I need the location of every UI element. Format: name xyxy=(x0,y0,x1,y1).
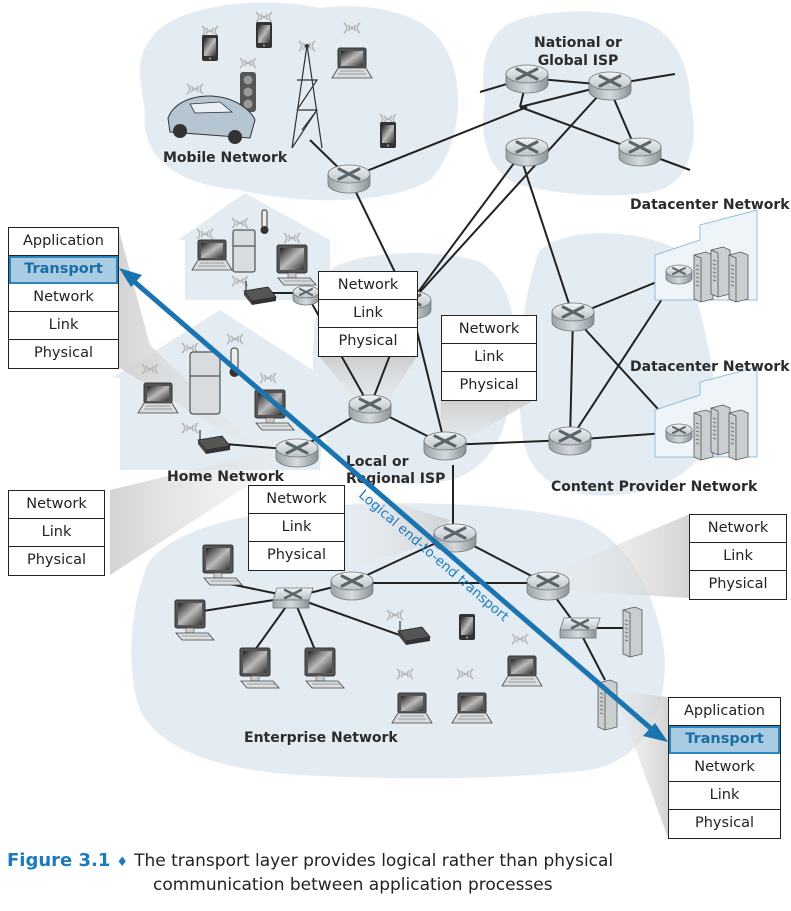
layer-physical: Physical xyxy=(708,576,768,592)
layer-network: Network xyxy=(249,486,344,514)
layer-physical: Physical xyxy=(459,377,519,393)
layer-link: Link xyxy=(9,312,118,340)
figure-number: Figure 3.1 xyxy=(7,850,111,871)
laptop-icon xyxy=(451,692,493,724)
laptop-icon xyxy=(501,655,543,687)
thermometer-icon xyxy=(260,209,269,234)
server-enterprise xyxy=(622,606,643,658)
cell-tower-icon xyxy=(291,40,323,149)
arrowhead-source xyxy=(119,268,142,287)
laptop-icon xyxy=(391,692,433,724)
label-datacenter-bottom: Datacenter Network xyxy=(630,359,790,375)
layer-transport: Transport xyxy=(9,256,118,284)
home-devices-upper xyxy=(191,209,317,306)
network-labels: Mobile Network National or Global ISP Da… xyxy=(163,35,790,746)
switch-enterprise-right xyxy=(558,616,602,640)
caption-text-1: The transport layer provides logical rat… xyxy=(134,851,614,871)
router-datacenter-top xyxy=(665,264,693,285)
label-local-isp-1: Local or xyxy=(346,454,409,470)
layer-physical: Physical xyxy=(27,552,86,568)
router-national-4 xyxy=(617,136,663,168)
layer-network: Network xyxy=(442,316,536,344)
layer-link: Link xyxy=(442,344,536,372)
layer-network: Network xyxy=(690,515,786,543)
refrigerator-icon xyxy=(232,229,256,273)
caption-line-2: communication between application proces… xyxy=(153,875,553,895)
layer-application: Application xyxy=(669,698,780,726)
stack-local-isp-router: Network Link Physical xyxy=(441,315,537,401)
router-national-1 xyxy=(504,63,550,95)
figure-caption: Figure 3.1 ♦ The transport layer provides … xyxy=(7,850,787,896)
router-content-provider-1 xyxy=(550,301,596,333)
stack-callout-shadows xyxy=(110,227,690,838)
layer-link: Link xyxy=(9,519,104,547)
shadow-home-isp-router xyxy=(318,355,418,405)
layer-physical: Physical xyxy=(695,815,754,831)
mobile-devices xyxy=(167,11,397,149)
cloud-enterprise xyxy=(131,503,666,779)
phone-icon xyxy=(256,22,272,48)
router-content-provider-2 xyxy=(547,425,593,457)
router-datacenter-bottom xyxy=(665,423,693,444)
shadow-local-isp-router xyxy=(440,399,536,445)
laptop-icon xyxy=(137,382,179,414)
router-home-lower xyxy=(274,437,320,469)
layer-network: Network xyxy=(319,272,417,300)
layer-network: Network xyxy=(669,754,780,782)
arrowhead-destination xyxy=(643,723,668,742)
tablet-icon xyxy=(459,614,475,640)
router-enterprise-right xyxy=(525,570,571,602)
layer-link: Link xyxy=(690,543,786,571)
switch-enterprise xyxy=(271,586,315,610)
stack-home-isp-router: Network Link Physical xyxy=(318,271,418,357)
router-local-isp xyxy=(347,393,393,425)
layer-link: Link xyxy=(319,300,417,328)
shadow-enterprise-right-router xyxy=(545,514,690,598)
shadow-enterprise-upper-router xyxy=(352,490,450,568)
layer-physical: Physical xyxy=(267,547,326,563)
router-regional-isp xyxy=(422,430,468,462)
phone-icon xyxy=(380,122,396,148)
stack-home-edge-router: Network Link Physical xyxy=(8,490,105,576)
laptop-icon xyxy=(331,47,373,79)
layer-link: Link xyxy=(249,514,344,542)
phone-icon xyxy=(202,35,218,61)
label-national-isp-1: National or xyxy=(534,35,622,51)
stack-enterprise-right-router: Network Link Physical xyxy=(689,514,787,600)
layer-network: Network xyxy=(9,491,104,519)
label-national-isp-2: Global ISP xyxy=(538,53,619,69)
layer-physical: Physical xyxy=(34,345,93,361)
router-home-upper xyxy=(292,285,320,306)
router-national-2 xyxy=(587,70,633,102)
home-devices-lower xyxy=(137,333,295,455)
caption-line-1: Figure 3.1 ♦ The transport layer provides … xyxy=(7,850,787,874)
router-national-3 xyxy=(504,136,550,168)
layer-application: Application xyxy=(9,228,118,256)
label-datacenter-top: Datacenter Network xyxy=(630,197,790,213)
datacenter-servers-bottom xyxy=(693,404,749,461)
layer-network: Network xyxy=(9,284,118,312)
laptop-icon xyxy=(191,239,233,271)
layer-link: Link xyxy=(669,782,780,810)
layer-physical: Physical xyxy=(338,333,398,349)
router-mobile xyxy=(326,163,372,195)
traffic-light-icon xyxy=(240,72,256,126)
stack-destination-host: Application Transport Network Link Physi… xyxy=(668,697,781,839)
layer-transport: Transport xyxy=(669,726,780,754)
datacenter-servers-top xyxy=(693,246,749,303)
car-icon xyxy=(167,95,256,144)
refrigerator-icon xyxy=(189,351,221,415)
stack-enterprise-upper-router: Network Link Physical xyxy=(248,485,345,571)
stack-source-host: Application Transport Network Link Physi… xyxy=(8,227,119,369)
label-content-provider: Content Provider Network xyxy=(551,479,758,495)
router-enterprise-left xyxy=(329,570,375,602)
shadow-home-edge-router xyxy=(110,448,295,575)
label-mobile-network: Mobile Network xyxy=(163,150,288,166)
label-enterprise-network: Enterprise Network xyxy=(244,730,398,746)
label-home-network: Home Network xyxy=(167,469,285,485)
diamond-separator-icon: ♦ xyxy=(116,855,129,870)
